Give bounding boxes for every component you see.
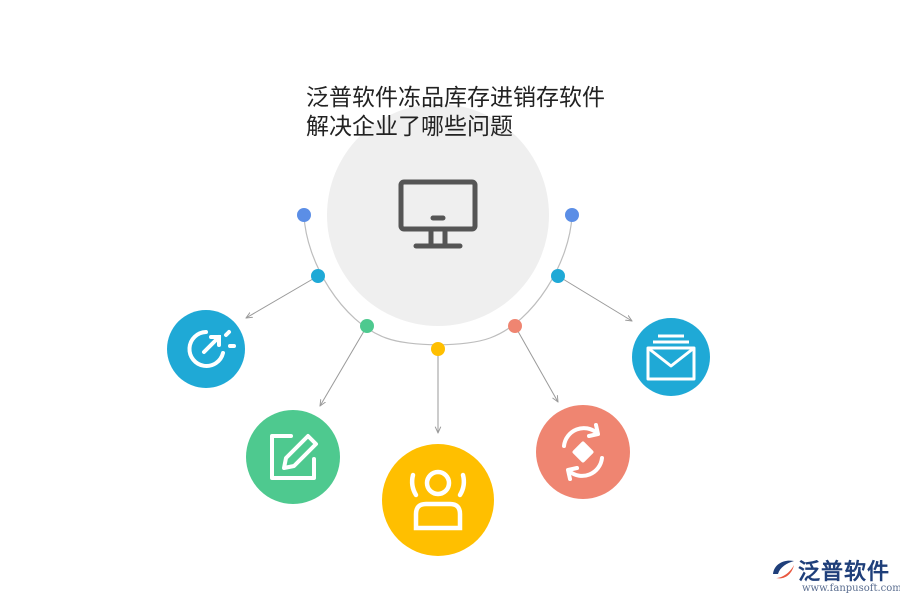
arc-dot [360, 319, 374, 333]
logo-url: www.fanpusoft.com [802, 583, 900, 594]
edit-icon [270, 434, 318, 480]
arc-dot [297, 208, 311, 222]
edit-node [246, 410, 340, 504]
center-circle [327, 104, 549, 326]
arc-dot [508, 319, 522, 333]
refresh-icon [562, 423, 604, 481]
arrow-to-edit [320, 325, 368, 406]
user-node [382, 444, 494, 556]
arrow-to-speed [246, 275, 319, 318]
monitor-icon [398, 179, 478, 249]
speed-icon [187, 330, 236, 368]
mail-node [632, 318, 710, 396]
brand-logo: 泛普软件 www.fanpusoft.com [770, 554, 900, 596]
arc-dot [565, 208, 579, 222]
arc-dot [431, 342, 445, 356]
user-icon [410, 469, 466, 531]
mail-icon [646, 334, 696, 381]
arrow-to-refresh [514, 325, 558, 402]
page-title: 泛普软件冻品库存进销存软件解决企业了哪些问题 [306, 85, 605, 140]
logo-mark-icon [773, 560, 794, 579]
arrow-to-mail [557, 275, 632, 321]
arc-dot [551, 269, 565, 283]
arc-dot [311, 269, 325, 283]
logo-name: 泛普软件 [798, 560, 891, 585]
